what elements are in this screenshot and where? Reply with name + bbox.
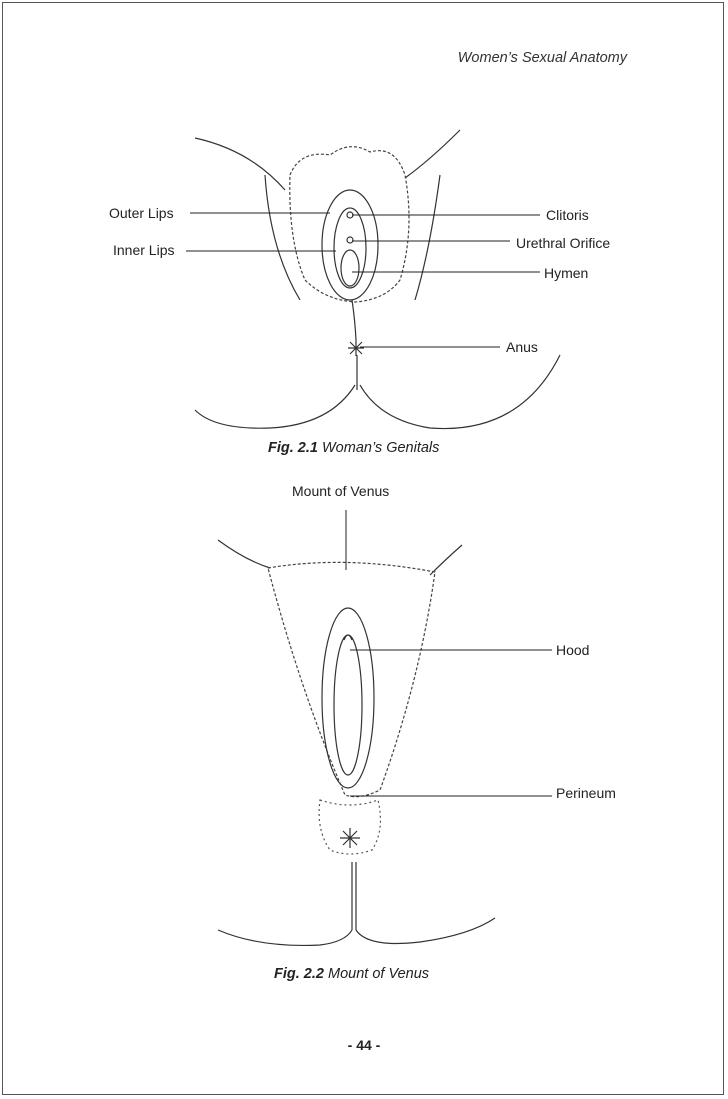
label-mount-of-venus: Mount of Venus <box>292 483 390 499</box>
page-number: - 44 - <box>347 1037 381 1053</box>
label-anus: Anus <box>506 339 538 355</box>
label-perineum: Perineum <box>556 785 616 801</box>
figure-2-caption: Fig. 2.2 Mount of Venus <box>274 966 429 982</box>
label-hood: Hood <box>556 642 590 658</box>
running-header: Women’s Sexual Anatomy <box>457 50 627 66</box>
figure-2-number: Fig. 2.2 <box>274 966 324 982</box>
label-urethral-orifice: Urethral Orifice <box>516 235 611 251</box>
figure-1-caption: Fig. 2.1 Woman’s Genitals <box>268 440 439 456</box>
figure-1-number: Fig. 2.1 <box>268 440 318 456</box>
label-inner-lips: Inner Lips <box>113 242 175 258</box>
label-outer-lips: Outer Lips <box>109 205 174 221</box>
figure-1-title: Woman’s Genitals <box>322 440 440 456</box>
figure-2-title: Mount of Venus <box>328 966 430 982</box>
label-hymen: Hymen <box>544 265 589 281</box>
label-clitoris: Clitoris <box>546 207 589 223</box>
